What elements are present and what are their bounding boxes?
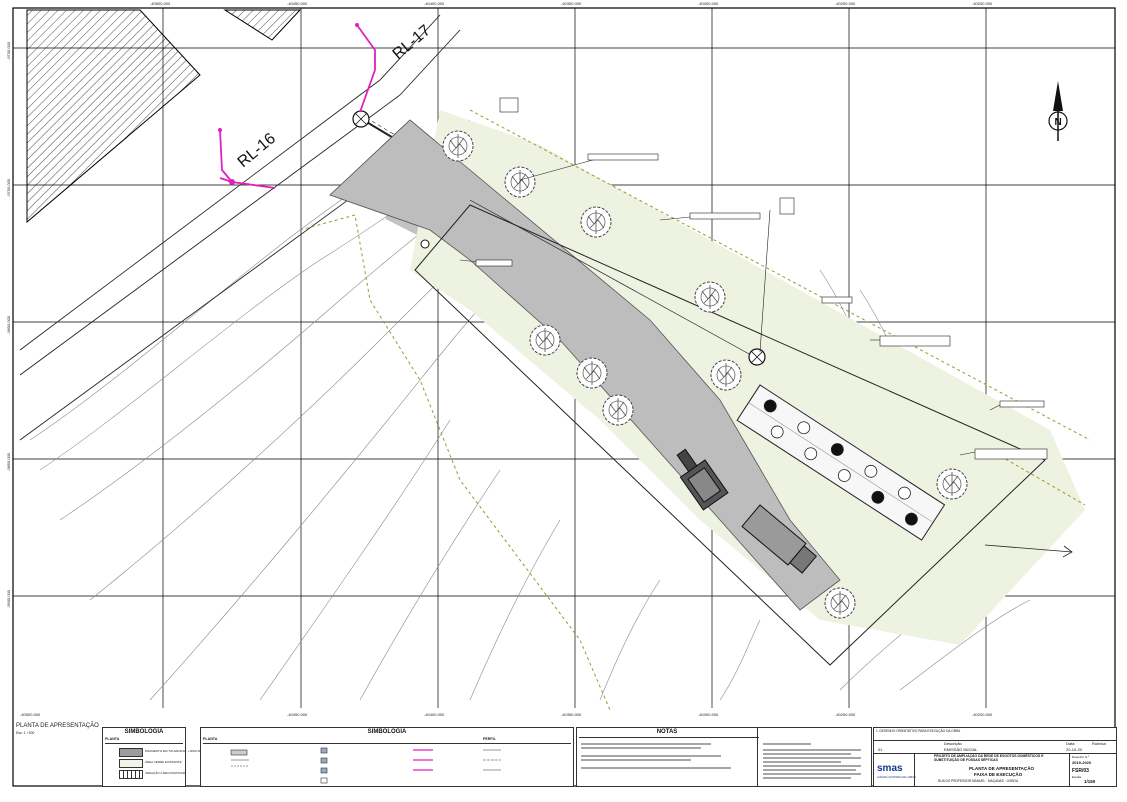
label-rl16: RL-16 [235,130,279,171]
coord-bottom: -40200.000 [972,712,993,717]
legend-b-col-a: PLANTA [203,737,218,741]
tb-drawing-no: FSR/03 [1072,768,1089,774]
plan-caption-scale: Esc: 1 / 500 [16,731,35,735]
legend-panel-a: SIMBOLOGIA PLANTA PAVIMENTO EM TOUVENANT… [102,727,207,787]
coord-left: -9750.000 [6,178,11,197]
manholes [352,110,766,366]
notes-panel: NOTAS [576,727,872,787]
coord-top: -40200.000 [972,1,993,6]
legend-panel-b: SIMBOLOGIA PLANTA PERFIL [200,727,574,787]
tb-rev-date: 20-10-20 [1066,747,1083,752]
coord-bottom: -40500.000 [20,712,41,717]
tb-sub-title: FAIXA DE EXECUÇÃO [974,772,1023,777]
legend-a-item: VEDAÇÃO A RECONSTRUIR [145,771,186,775]
tb-rubrica-label: Rubrica [1092,741,1106,746]
tb-rev-desc: EMISSÃO INICIAL [944,747,978,752]
legend-b-title: SIMBOLOGIA [367,729,407,735]
company-logo: smas [877,763,903,774]
legend-swatch-fence [119,770,143,779]
legend-a-title: SIMBOLOGIA [124,729,164,735]
tb-descricao-label: Descrição [944,741,962,746]
legend-b-col-b: PERFIL [483,737,496,741]
hatched-building [26,9,201,224]
legend-a-item: ÁREA VERDE EXISTENTE [145,760,182,764]
coord-top: -40350.000 [561,1,582,6]
coord-bottom: -40300.000 [698,712,719,717]
tb-sheet-title: PLANTA DE APRESENTAÇÃO [969,766,1035,771]
legend-a-col: PLANTA [105,737,120,741]
coord-top: -40500.000 [150,1,171,6]
tb-project-title: PROJETO DE AMPLIAÇÃO DA REDE DE ESGOTOS … [934,754,1044,762]
company-sub: ALMADA SANITARIA DE LISBOA [877,776,917,779]
coord-left: -9700.000 [6,41,11,60]
coord-bottom: -40350.000 [561,712,582,717]
legend-swatch-green [119,759,143,768]
tb-data-label: Data [1066,741,1075,746]
tb-drawing-no-label: Desenho N.º [1072,755,1089,759]
coord-bottom: -40400.000 [424,712,445,717]
septic-tank-row [736,384,946,541]
tb-scale: 1/150 [1084,779,1096,784]
coord-left: -9800.000 [6,315,11,334]
legend-a-item: PAVIMENTO EM TOUVENANT + RIPA SERIA [145,749,207,753]
direction-arrow [984,544,1073,558]
coord-left: -9850.000 [6,452,11,471]
tb-header-note: 1. DESENHO ORIENTATIVO PARA EXECUÇÃO DA … [876,729,961,733]
coord-bottom: -40450.000 [287,712,308,717]
title-block: 1. DESENHO ORIENTATIVO PARA EXECUÇÃO DA … [873,727,1117,787]
coord-top: -40300.000 [698,1,719,6]
tb-location: RUA DO PROFESSOR MANUEL · MAÇANAS · LISB… [938,779,1019,783]
north-arrow: N [1048,81,1068,141]
svg-text:N: N [1055,117,1062,128]
hatched-building-small [223,9,302,41]
notes-text-lines [581,743,861,779]
legend-swatch-pavement [119,748,143,757]
tb-rev: 01 [878,747,883,752]
tb-year: 2019-2020 [1072,760,1092,765]
coord-top: -40450.000 [287,1,308,6]
label-rl17: RL-17 [390,22,434,63]
coord-top: -40400.000 [424,1,445,6]
work-zone-outline [414,204,1046,666]
truck [741,504,817,574]
tb-scale-label: Escala [1072,775,1082,779]
annotation-callouts [459,97,1048,460]
plan-caption: PLANTA DE APRESENTAÇÃO [16,723,99,729]
notes-title: NOTAS [656,729,678,735]
coord-left: -9900.000 [6,589,11,608]
coord-top: -40250.000 [835,1,856,6]
coord-bottom: -40250.000 [835,712,856,717]
legend-b-symbols [230,747,501,784]
excavator [676,448,729,511]
